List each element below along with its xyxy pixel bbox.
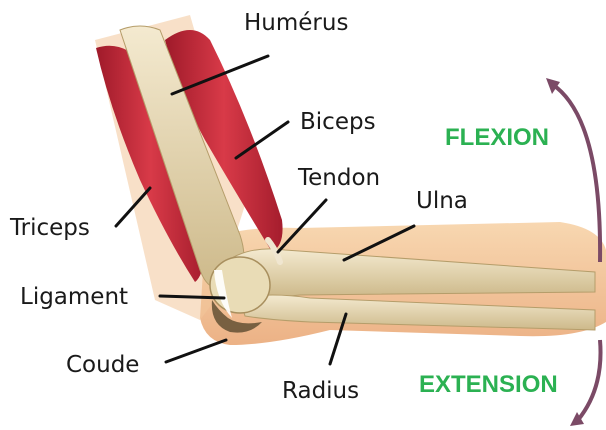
label-humerus: Humérus <box>244 12 348 35</box>
label-coude: Coude <box>66 354 139 377</box>
label-biceps: Biceps <box>300 111 376 134</box>
label-extension: EXTENSION <box>419 373 558 397</box>
label-tendon: Tendon <box>298 167 380 190</box>
leader-line-coude <box>166 340 226 362</box>
label-ulna: Ulna <box>416 190 468 213</box>
label-radius: Radius <box>282 380 359 403</box>
extension-arrow <box>578 340 601 420</box>
leader-line-ligament <box>160 296 224 298</box>
label-ligament: Ligament <box>20 286 128 309</box>
label-flexion: FLEXION <box>445 126 549 150</box>
label-triceps: Triceps <box>10 217 90 240</box>
